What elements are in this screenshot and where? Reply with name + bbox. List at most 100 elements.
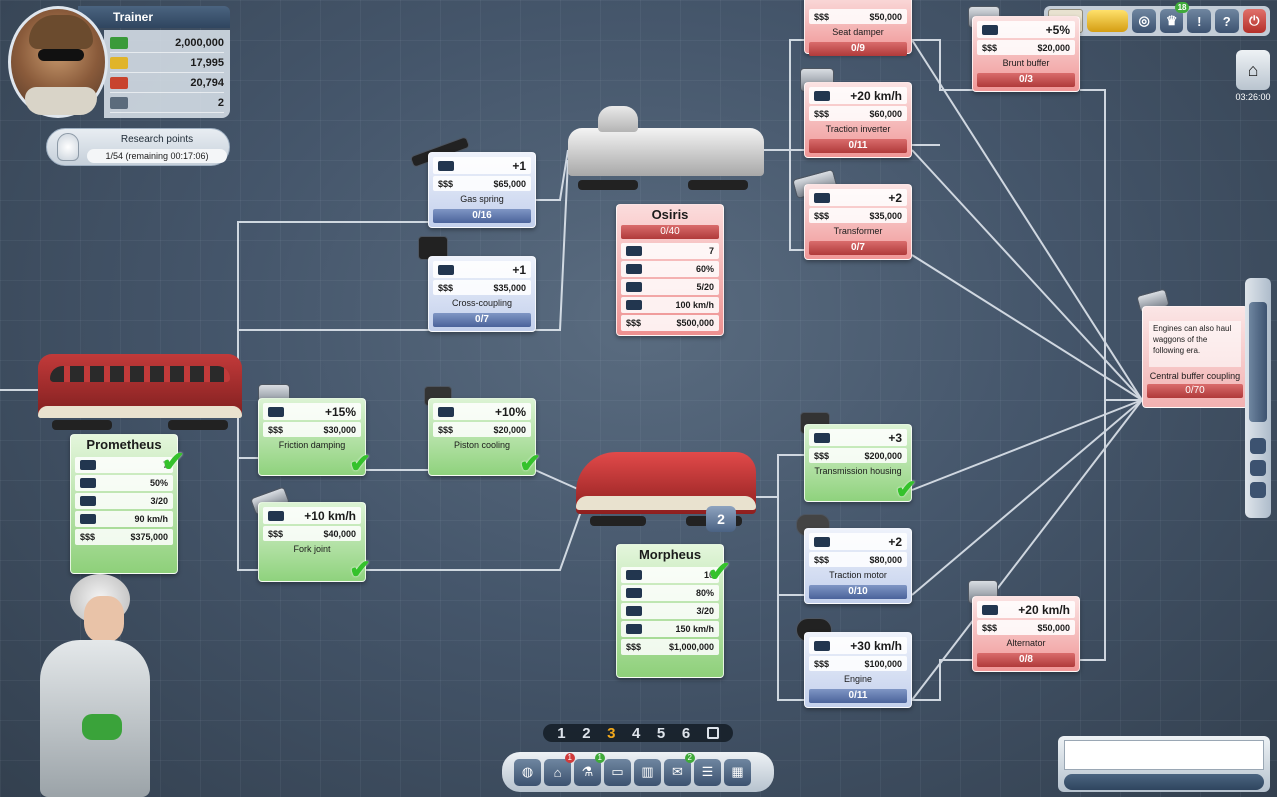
upgrade-gas-spring[interactable]: +1 $$$$65,000 Gas spring 0/16 xyxy=(428,152,536,228)
power-icon xyxy=(438,264,454,275)
wagon-icon xyxy=(626,246,642,256)
gold-row: 17,995 xyxy=(110,53,224,73)
cost-label: $$$ xyxy=(438,178,454,189)
reliability-row: 50% xyxy=(75,475,173,491)
chat-tabs[interactable] xyxy=(1064,774,1264,790)
research-button[interactable]: ⚗ 1 xyxy=(574,752,605,786)
mail-icon: ✉ xyxy=(672,764,683,779)
reliability-row: 80% xyxy=(621,585,719,601)
page-2[interactable]: 2 xyxy=(582,724,591,742)
help-button[interactable]: ? xyxy=(1215,9,1239,33)
stat-row: +15% xyxy=(263,403,361,420)
upgrade-piston-cooling[interactable]: +10% $$$$20,000 Piston cooling ✔ xyxy=(428,398,541,478)
osiris-locomotive-image[interactable] xyxy=(568,104,764,200)
cost-value: $40,000 xyxy=(323,528,356,539)
trainer-avatar[interactable] xyxy=(8,6,108,118)
page-3[interactable]: 3 xyxy=(607,724,616,742)
morpheus-card[interactable]: Morpheus ✔ 10 80% 3/20 150 km/h $$$$1,00… xyxy=(616,544,731,678)
upgrade-name: Transformer xyxy=(833,226,883,236)
stat-row: +10 km/h xyxy=(263,507,361,524)
upgrade-cross-coupling[interactable]: +1 $$$$35,000 Cross-coupling 0/7 xyxy=(428,256,536,332)
cost-label: $$$ xyxy=(438,282,454,293)
avatar-hair xyxy=(29,15,93,49)
speed-value: 100 km/h xyxy=(675,300,714,310)
upgrade-name: Alternator xyxy=(1006,638,1046,648)
page-6[interactable]: 6 xyxy=(681,724,691,742)
cost-row: $$$$500,000 xyxy=(621,315,719,331)
prometheus-locomotive-image[interactable] xyxy=(38,348,242,440)
scroll-thumb[interactable] xyxy=(1249,302,1267,422)
prestige-icon xyxy=(110,76,128,89)
microscope-icon: ⚗ xyxy=(581,764,594,779)
stat-row: +1 xyxy=(433,261,531,278)
page-4[interactable]: 4 xyxy=(632,724,641,742)
wrench-icon xyxy=(982,24,998,35)
buy-gold-button[interactable] xyxy=(1087,10,1129,32)
central-buffer-description: Engines can also haul waggons of the fol… xyxy=(1149,321,1241,367)
cost-value: $50,000 xyxy=(869,11,902,22)
osiris-body xyxy=(568,128,764,176)
stat-row: +20 km/h xyxy=(809,87,907,104)
upgrade-traction-inverter[interactable]: +20 km/h $$$$60,000 Traction inverter 0/… xyxy=(804,82,912,158)
osiris-bogie-front xyxy=(578,180,638,190)
page-1[interactable]: 1 xyxy=(557,724,566,742)
osiris-card[interactable]: Osiris 0/40 7 60% 5/20 100 km/h $$$$500,… xyxy=(616,204,724,336)
cost-row: $$$$50,000 xyxy=(977,620,1075,635)
capacity-value: 7 xyxy=(708,246,714,256)
list-button[interactable]: ☰ xyxy=(694,758,721,786)
wrench-icon xyxy=(626,264,642,274)
cost-row: $$$$200,000 xyxy=(809,448,907,463)
research-points-panel: Research points 1/54 (remaining 00:17:06… xyxy=(46,128,230,166)
cost-label: $$$ xyxy=(982,42,998,53)
achievements-badge: 18 xyxy=(1174,2,1190,13)
chat-input[interactable] xyxy=(1064,740,1264,770)
morpheus-locomotive-image[interactable] xyxy=(576,444,756,540)
upgrade-transmission-housing[interactable]: +3 $$$$200,000 Transmission housing ✔ xyxy=(804,424,917,504)
prometheus-card[interactable]: Prometheus ✔ 7 50% 3/20 90 km/h $$$$375,… xyxy=(70,434,185,574)
globe-button[interactable]: ◍ xyxy=(514,758,541,786)
right-scrollbar[interactable] xyxy=(1245,278,1271,518)
ticket-icon[interactable] xyxy=(1250,482,1266,498)
upgrade-progress: 0/7 xyxy=(433,313,531,327)
cost-value: $200,000 xyxy=(864,450,902,461)
upgrade-central-buffer-coupling[interactable]: Engines can also haul waggons of the fol… xyxy=(1142,306,1248,408)
upgrade-engine[interactable]: +30 km/h $$$$100,000 Engine 0/11 xyxy=(804,632,912,708)
station-menu-button[interactable]: ▥ xyxy=(634,758,661,786)
upgrade-fork-joint[interactable]: +10 km/h $$$$40,000 Fork joint ✔ xyxy=(258,502,371,584)
page-5[interactable]: 5 xyxy=(656,724,666,742)
prestige-value: 20,794 xyxy=(190,76,224,89)
wrench-icon xyxy=(268,406,284,417)
upgrade-friction-damping[interactable]: +15% $$$$30,000 Friction damping ✔ xyxy=(258,398,371,478)
hand-icon[interactable] xyxy=(1250,460,1266,476)
upgrade-brunt-buffer[interactable]: +5% $$$$20,000 Brunt buffer 0/3 xyxy=(972,16,1080,92)
research-title: Research points xyxy=(120,134,194,145)
upgrade-name: Seat damper xyxy=(832,27,884,37)
calculator-icon: ▦ xyxy=(731,764,744,779)
power-icon xyxy=(626,282,642,292)
achievements-button[interactable]: ♛ 18 xyxy=(1159,2,1190,33)
power-value: 3/20 xyxy=(696,606,714,616)
station-button[interactable]: ⌂ xyxy=(1236,50,1270,90)
trash-icon[interactable] xyxy=(1250,438,1266,454)
cost-value: $65,000 xyxy=(493,178,526,189)
exit-button[interactable]: ⏻ xyxy=(1242,9,1267,33)
calculator-button[interactable]: ▦ xyxy=(724,758,751,786)
upgrade-transformer[interactable]: +2 $$$$35,000 Transformer 0/7 xyxy=(804,184,912,260)
upgrade-alternator[interactable]: +20 km/h $$$$50,000 Alternator 0/8 xyxy=(972,596,1080,672)
train-button[interactable]: ▭ xyxy=(604,758,631,786)
cost-label: $$$ xyxy=(814,108,830,119)
speedometer-icon xyxy=(982,604,998,615)
cost-row: $$$$50,000 xyxy=(809,9,907,24)
upgrade-seat-damper[interactable]: $$$$50,000 Seat damper 0/9 xyxy=(804,0,912,56)
alert-button[interactable]: ! xyxy=(1187,9,1211,33)
cost-label: $$$ xyxy=(982,622,998,633)
mail-button[interactable]: ✉ 2 xyxy=(664,752,695,786)
upgrade-traction-motor[interactable]: +2 $$$$80,000 Traction motor 0/10 xyxy=(804,528,912,604)
stat-row: +3 xyxy=(809,429,907,446)
expand-icon[interactable] xyxy=(706,727,719,739)
depot-button[interactable]: ⌂ 1 xyxy=(544,752,575,786)
checkmark-icon: ✔ xyxy=(895,474,917,504)
upgrade-progress: 0/11 xyxy=(809,689,907,703)
friends-button[interactable]: ◎ xyxy=(1132,9,1156,33)
